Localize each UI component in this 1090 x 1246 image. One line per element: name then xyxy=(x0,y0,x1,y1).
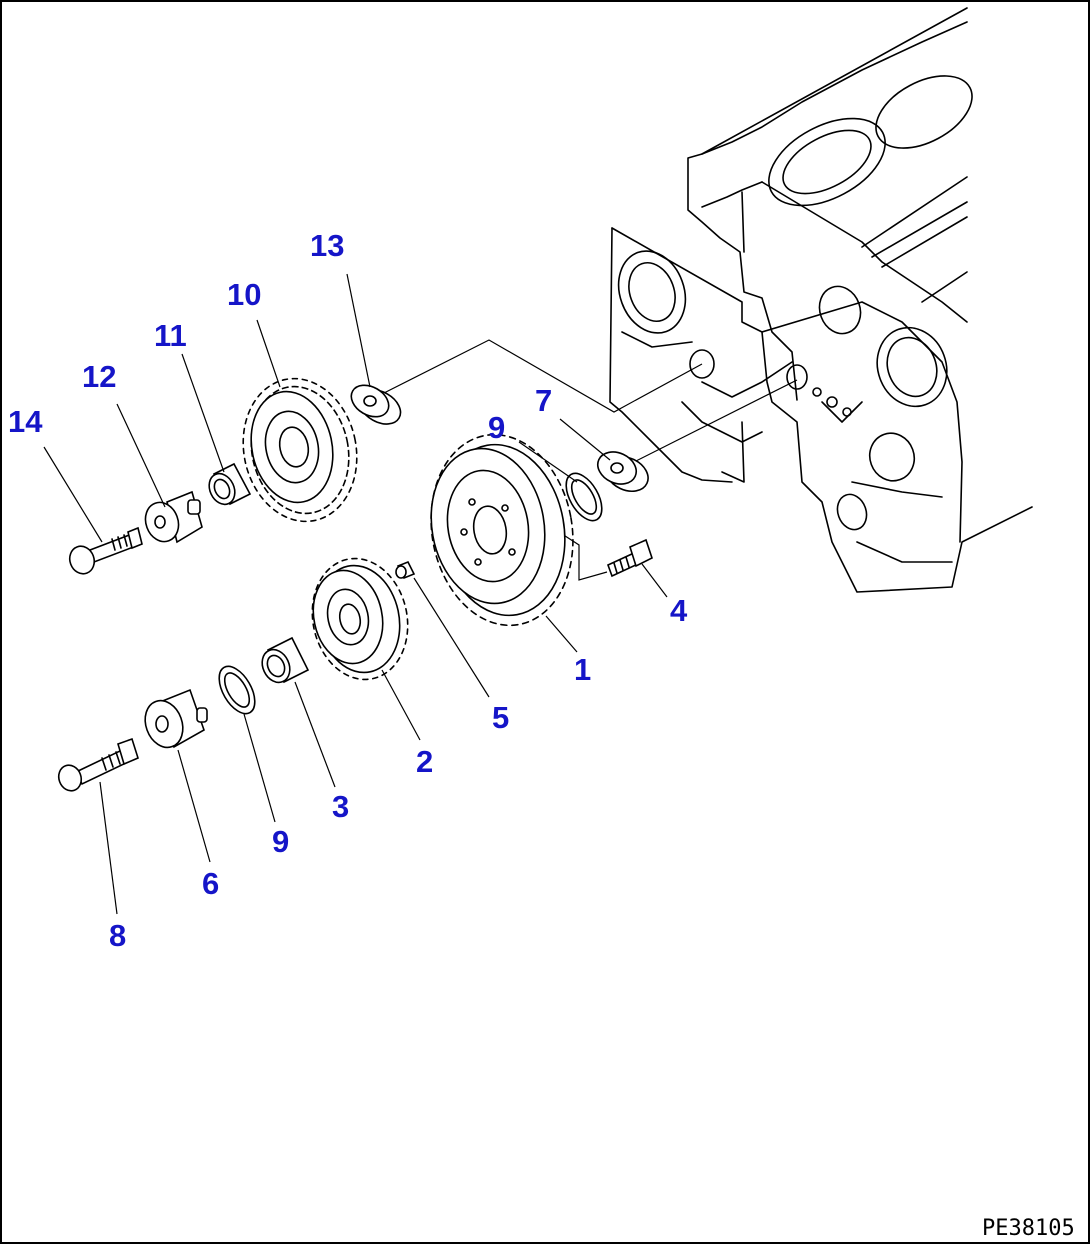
part-7-washer xyxy=(596,451,649,493)
part-1-main-gear xyxy=(430,433,574,627)
callout-4: 4 xyxy=(670,593,688,628)
part-2-gear xyxy=(311,557,409,681)
part-8-bolt xyxy=(57,737,139,792)
callout-6: 6 xyxy=(202,866,219,901)
part-6-shaft xyxy=(144,688,208,749)
callout-11: 11 xyxy=(154,318,187,353)
part-14-bolt xyxy=(68,526,143,575)
engine-block xyxy=(609,7,1033,593)
part-4-bolt xyxy=(606,538,653,578)
part-12-shaft xyxy=(144,490,203,544)
callout-3: 3 xyxy=(332,789,349,824)
part-9-thrust-plate-upper xyxy=(565,472,603,522)
callout-10: 10 xyxy=(227,277,261,312)
part-10-gear xyxy=(242,377,358,523)
callout-1: 1 xyxy=(574,652,591,687)
callout-2: 2 xyxy=(416,744,433,779)
part-3-bushing xyxy=(261,636,310,684)
callout-labels: 1 2 3 4 5 6 7 8 9 9 10 11 12 13 14 xyxy=(8,228,688,953)
callout-13: 13 xyxy=(310,228,344,263)
callout-9-lower: 9 xyxy=(272,824,289,859)
callout-14: 14 xyxy=(8,404,43,439)
callout-12: 12 xyxy=(82,359,116,394)
callout-7: 7 xyxy=(535,383,552,418)
part-9-thrust-plate-lower xyxy=(218,665,256,715)
part-13-washer xyxy=(350,384,402,425)
callout-5: 5 xyxy=(492,700,509,735)
callout-9-upper: 9 xyxy=(488,410,505,445)
part-5-pin xyxy=(395,560,416,580)
part-11-bushing xyxy=(208,462,252,506)
assembly-lines xyxy=(381,339,798,581)
drawing-code: PE38105 xyxy=(982,1216,1075,1241)
leader-lines xyxy=(43,273,668,915)
callout-8: 8 xyxy=(109,918,126,953)
